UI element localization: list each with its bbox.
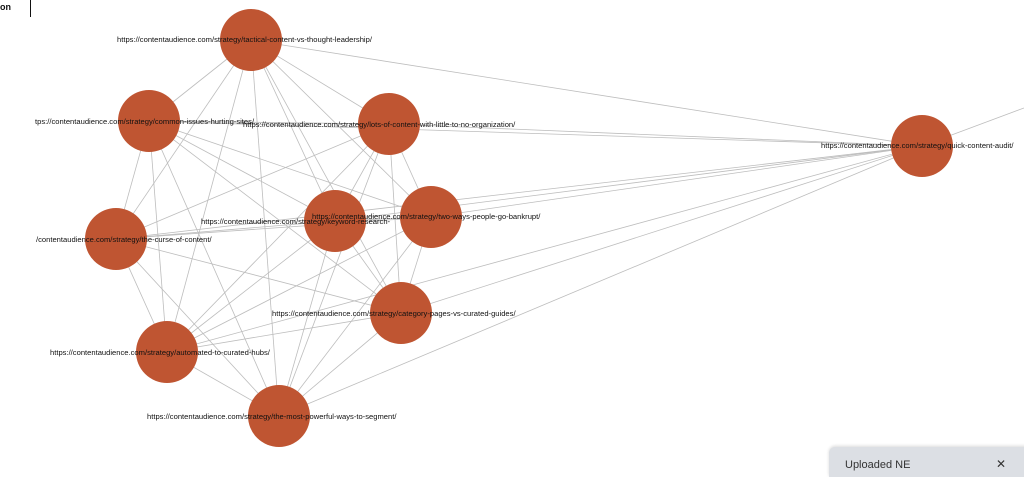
divider [30, 0, 31, 17]
graph-edge [148, 120, 390, 125]
graph-edge [115, 216, 432, 240]
graph-edge [115, 238, 280, 417]
graph-edge [278, 220, 336, 417]
graph-edge [148, 120, 168, 353]
graph-edge [148, 120, 280, 417]
node-label-keyword: https://contentaudience.com/strategy/key… [201, 217, 391, 226]
close-icon[interactable]: ✕ [996, 457, 1007, 471]
graph-node-quick[interactable] [891, 115, 953, 177]
graph-edge [166, 145, 923, 353]
node-label-segment: https://contentaudience.com/strategy/the… [147, 412, 397, 421]
graph-node-curse[interactable] [85, 208, 147, 270]
graph-edge [148, 120, 432, 218]
graph-node-segment[interactable] [248, 385, 310, 447]
nodes-layer [85, 9, 953, 447]
node-label-lots: https://contentaudience.com/strategy/lot… [243, 120, 516, 129]
graph-edge [278, 145, 923, 417]
graph-edge [148, 120, 402, 314]
header-label: on [0, 2, 11, 12]
labels-layer: https://contentaudience.com/strategy/tac… [35, 35, 1014, 421]
graph-edge [250, 39, 402, 314]
node-label-automated: https://contentaudience.com/strategy/aut… [50, 348, 271, 357]
graph-edge [166, 312, 402, 353]
graph-node-keyword[interactable] [304, 190, 366, 252]
graph-edge [166, 123, 390, 353]
node-label-bankrupt: https://contentaudience.com/strategy/two… [312, 212, 541, 221]
node-label-quick: https://contentaudience.com/strategy/qui… [821, 141, 1014, 150]
network-graph[interactable]: https://contentaudience.com/strategy/tac… [0, 0, 1024, 466]
graph-edge [166, 220, 336, 353]
graph-edge [388, 123, 923, 147]
node-label-curse: /contentaudience.com/strategy/the-curse-… [36, 235, 212, 244]
graph-edge [250, 39, 432, 218]
graph-edge [278, 216, 432, 417]
graph-edge [400, 145, 923, 314]
graph-edge [115, 123, 390, 240]
node-label-category: https://contentaudience.com/strategy/cat… [272, 309, 516, 318]
graph-edge [166, 216, 432, 353]
bottom-panel[interactable]: Uploaded NE ✕ [829, 447, 1024, 477]
graph-node-category[interactable] [370, 282, 432, 344]
graph-edge [250, 39, 923, 147]
edges-layer [115, 39, 923, 417]
graph-edge [166, 39, 252, 353]
graph-node-automated[interactable] [136, 321, 198, 383]
graph-edge [430, 145, 923, 218]
graph-edge [148, 120, 336, 222]
graph-edge [115, 220, 336, 240]
graph-edge [115, 238, 402, 314]
bottom-panel-text: Uploaded NE [845, 459, 911, 471]
node-label-common: tps://contentaudience.com/strategy/commo… [35, 117, 255, 126]
graph-edge [148, 120, 923, 147]
graph-node-lots[interactable] [358, 93, 420, 155]
graph-edge [250, 39, 336, 222]
node-label-tactical: https://contentaudience.com/strategy/tac… [117, 35, 373, 44]
graph-edge [115, 145, 923, 240]
graph-edge [250, 39, 280, 417]
graph-node-tactical[interactable] [220, 9, 282, 71]
graph-edge [278, 123, 390, 417]
graph-node-common[interactable] [118, 90, 180, 152]
graph-node-bankrupt[interactable] [400, 186, 462, 248]
